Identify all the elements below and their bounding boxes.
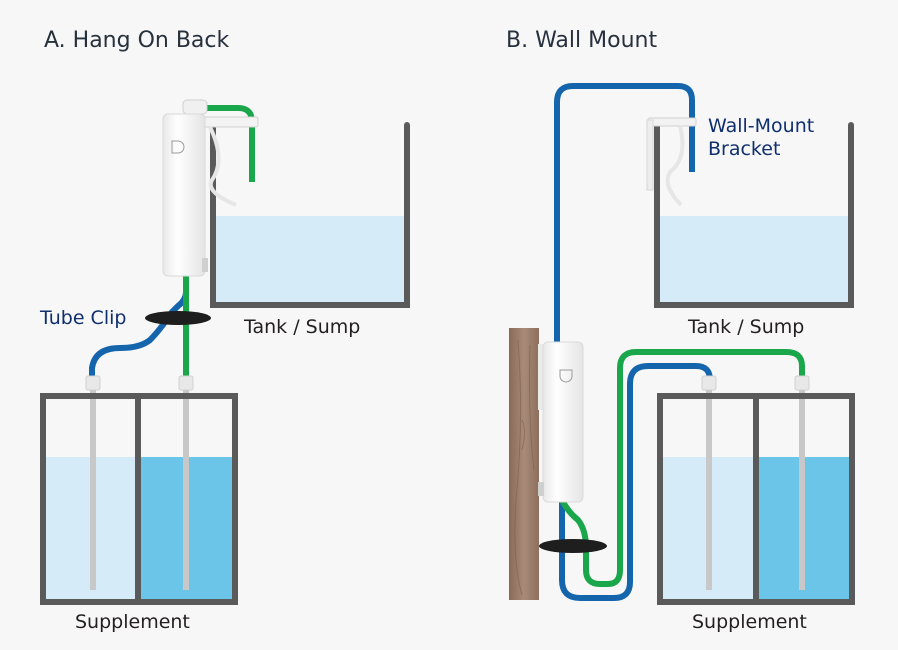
fitting-1	[85, 375, 101, 391]
dip-tube-2	[799, 390, 805, 590]
tank-sump-a	[210, 122, 410, 308]
doser-body	[542, 341, 584, 503]
d-logo-icon	[171, 140, 185, 154]
tank-water	[216, 216, 404, 303]
bracket-hook	[208, 126, 237, 207]
blue-outlet-tube-b	[554, 83, 695, 345]
knob	[538, 482, 544, 496]
dip-tube-1	[90, 390, 96, 590]
fitting-1	[701, 375, 717, 391]
tank-label-a: Tank / Sump	[243, 316, 360, 338]
doser-pump-a	[162, 99, 259, 277]
dip-tube-1	[706, 390, 712, 590]
wall-mount-callout-line2: Bracket	[708, 138, 780, 160]
wooden-wall	[509, 328, 539, 600]
panel-a: A. Hang On Back Tank / Sump Tube Clip	[39, 28, 410, 633]
blue-tube-a	[89, 270, 189, 380]
wall-mount-bracket[interactable]	[646, 117, 697, 207]
hang-bracket	[202, 116, 259, 128]
doser-pump-b	[538, 341, 584, 503]
panel-b: B. Wall Mount Tank / Sump Wall-Mount Bra…	[506, 28, 855, 633]
fitting-2	[794, 375, 810, 391]
panel-b-title: B. Wall Mount	[506, 28, 657, 53]
doser-body	[162, 113, 206, 277]
tank-label-b: Tank / Sump	[687, 316, 804, 338]
supplement-label-a: Supplement	[75, 611, 190, 633]
tube-clip-b[interactable]	[539, 539, 607, 553]
knob	[202, 258, 208, 272]
tank-water	[660, 216, 848, 303]
tank-walls	[210, 122, 410, 308]
wood-grain	[514, 339, 535, 596]
tube-clip-a[interactable]	[145, 311, 211, 325]
fitting-2	[178, 375, 194, 391]
green-tube-b	[559, 349, 805, 587]
dip-tube-2	[183, 390, 189, 590]
tank-sump-b	[654, 122, 854, 308]
tube-clip-callout: Tube Clip	[39, 307, 126, 329]
supplement-containers-a	[40, 375, 238, 605]
mount-plate	[538, 344, 544, 410]
elbow-fitting	[182, 99, 208, 115]
panel-a-title: A. Hang On Back	[44, 28, 229, 53]
wall-mount-callout-line1: Wall-Mount	[708, 115, 814, 137]
d-logo-icon	[559, 369, 573, 383]
supplement-containers-b	[657, 375, 855, 605]
tank-walls	[654, 122, 854, 308]
supplement-label-b: Supplement	[692, 611, 807, 633]
bracket-top	[647, 117, 697, 127]
bracket-hook	[665, 125, 685, 207]
blue-tube-b	[559, 363, 713, 601]
bracket-side	[646, 119, 654, 191]
